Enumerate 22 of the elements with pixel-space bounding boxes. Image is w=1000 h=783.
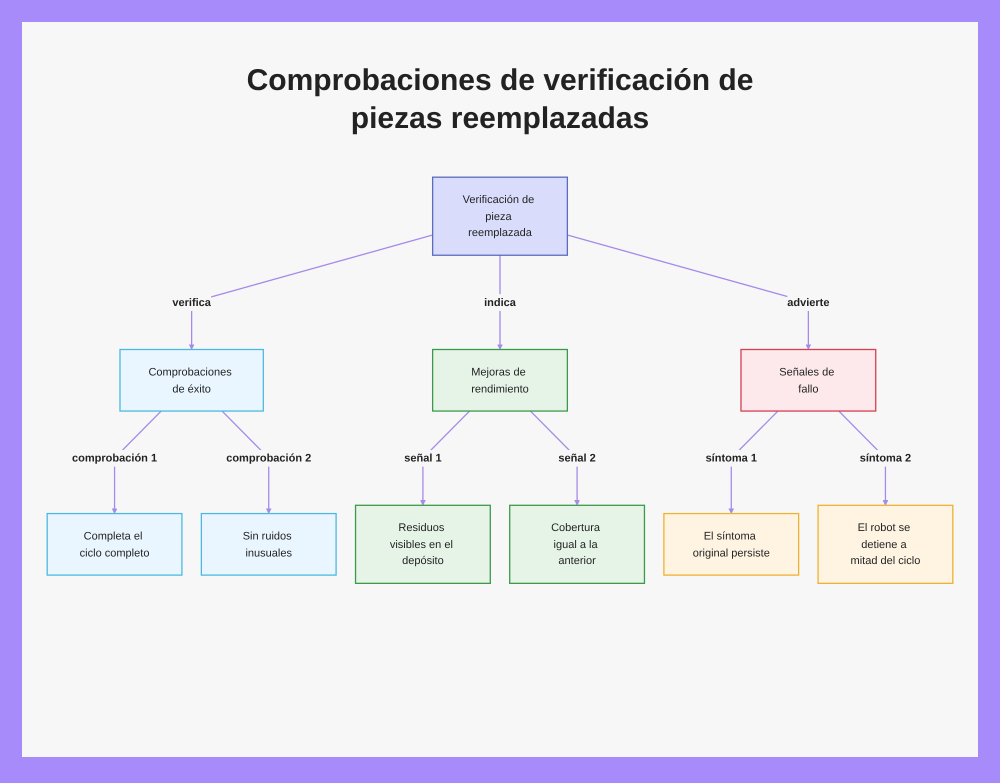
edge-label: comprobación 2	[226, 452, 312, 464]
edge-label: síntoma 1	[706, 452, 757, 464]
edge-label: señal 2	[558, 452, 596, 464]
edge-label: comprobación 1	[72, 452, 158, 464]
arrow	[188, 234, 433, 350]
node-box: Señales de fallo	[740, 348, 876, 412]
node-box: Sin ruidos inusuales	[200, 512, 337, 576]
edge-label: verifica	[172, 296, 211, 308]
node-box: Cobertura igual a la anterior	[509, 504, 646, 584]
edge-label: indica	[484, 296, 516, 308]
node-box: El síntoma original persiste	[663, 512, 800, 576]
edge-label: señal 1	[404, 452, 442, 464]
node-box: Verificación de pieza reemplazada	[432, 176, 568, 256]
arrow	[567, 234, 812, 350]
edge-label: advierte	[787, 296, 830, 308]
node-box: Mejoras de rendimiento	[432, 348, 568, 412]
diagram-title: Comprobaciones de verificación de piezas reemplazadas	[246, 63, 754, 136]
node-box: Completa el ciclo completo	[46, 512, 183, 576]
node-box: Comprobaciones de éxito	[119, 348, 264, 412]
edge-label: síntoma 2	[860, 452, 912, 464]
node-box: El robot se detiene a mitad del ciclo	[817, 504, 954, 584]
node-box: Residuos visibles en el depósito	[354, 504, 491, 584]
